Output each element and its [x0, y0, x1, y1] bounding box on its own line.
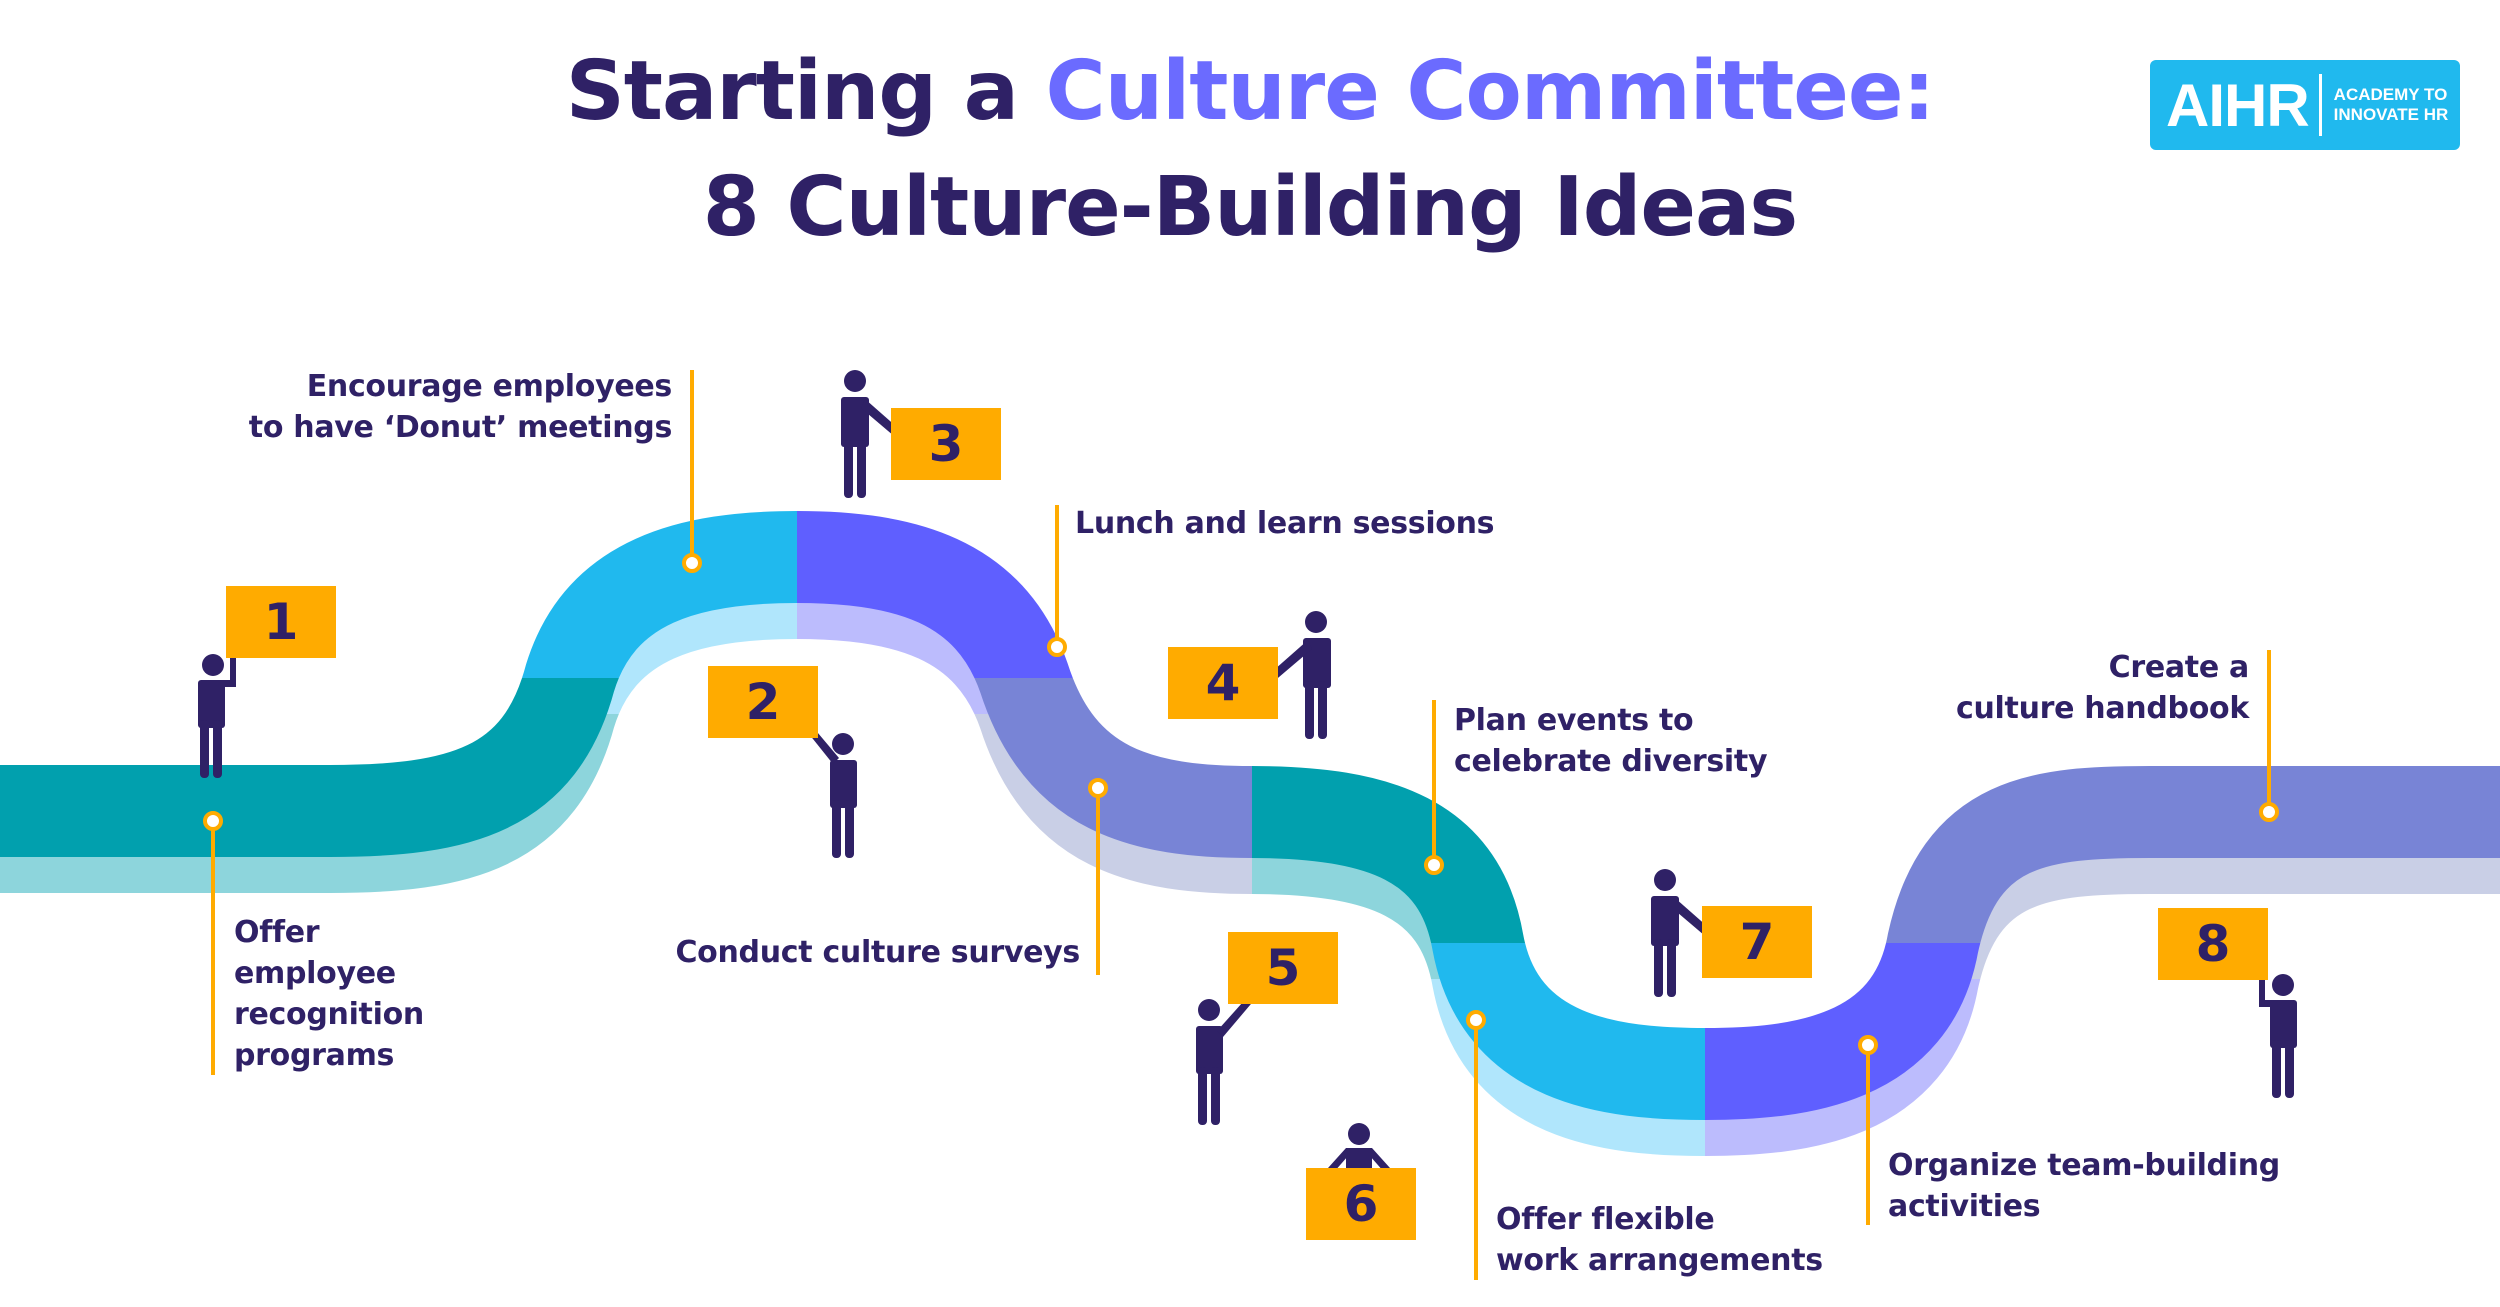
step-badge-3: 3 [891, 408, 1001, 480]
step-label-7: Organize team-building activities [1888, 1148, 2280, 1224]
leader-8 [2259, 650, 2279, 822]
step-label-2: Encourage employees to have ‘Donut’ meet… [248, 369, 673, 445]
title-accent: Culture Committee: [1045, 44, 1936, 139]
step-label-8: Create a culture handbook [1956, 650, 2249, 726]
person-icon-2 [801, 720, 857, 858]
logo-subtitle: ACADEMY TO INNOVATE HR [2334, 85, 2449, 125]
logo-subtitle-line-1: ACADEMY TO [2333, 85, 2448, 104]
logo-subtitle-line-2: INNOVATE HR [2333, 105, 2449, 124]
leader-5 [1424, 700, 1444, 875]
step-label-5: Plan events to celebrate diversity [1454, 703, 1768, 779]
person-icon-5 [1196, 993, 1256, 1125]
step-label-1: Offer employee recognition programs [234, 915, 424, 1073]
step-badge-2: 2 [708, 666, 818, 738]
logo-divider [2318, 74, 2322, 136]
leader-4 [1088, 778, 1108, 975]
leader-1 [203, 811, 223, 1075]
aihr-logo: AIHR ACADEMY TO INNOVATE HR [2150, 60, 2460, 150]
step-label-3: Lunch and learn sessions [1075, 506, 1495, 541]
step-badge-7: 7 [1702, 906, 1812, 978]
leader-lines [203, 370, 2279, 1280]
title-prefix: Starting a [565, 44, 1046, 139]
step-badge-1: 1 [226, 586, 336, 658]
step-badge-8: 8 [2158, 908, 2268, 980]
leader-6 [1466, 1010, 1486, 1280]
leader-2 [682, 370, 702, 573]
leader-3 [1047, 505, 1067, 657]
step-label-6: Offer flexible work arrangements [1496, 1202, 1823, 1278]
step-badge-5: 5 [1228, 932, 1338, 1004]
page-title-line-1: Starting a Culture Committee: [0, 42, 2500, 142]
logo-mark: AIHR [2166, 71, 2310, 139]
person-icon-6 [1328, 1123, 1390, 1172]
person-icon-1 [198, 645, 236, 778]
leader-7 [1858, 1035, 1878, 1225]
step-badge-6: 6 [1306, 1168, 1416, 1240]
person-icon-8 [2259, 965, 2297, 1098]
step-label-4: Conduct culture surveys [675, 935, 1080, 970]
step-badge-4: 4 [1168, 647, 1278, 719]
page-title-line-2: 8 Culture-Building Ideas [702, 160, 1798, 255]
